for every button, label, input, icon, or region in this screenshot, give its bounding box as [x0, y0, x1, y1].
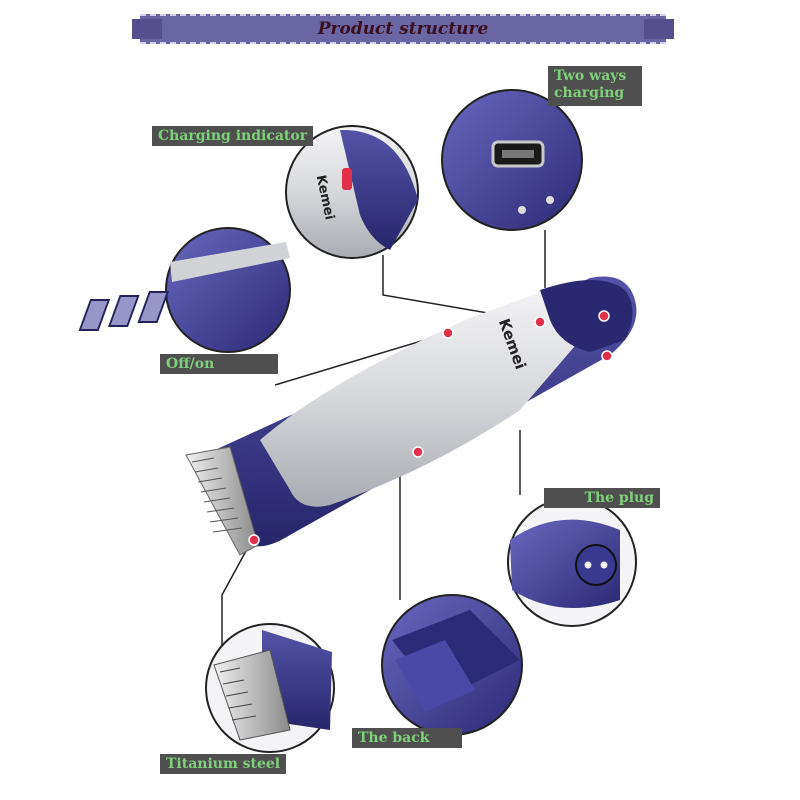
detail-two-ways-charging — [441, 89, 583, 231]
detail-off-on — [78, 227, 291, 353]
detail-charging-indicator — [285, 125, 419, 259]
marker-dots — [248, 310, 613, 546]
header-banner: Product structure — [132, 14, 674, 44]
marker-charging-indicator — [534, 316, 546, 328]
marker-off-on — [442, 327, 454, 339]
detail-the-plug — [507, 497, 637, 627]
page-title: Product structure — [317, 19, 489, 39]
label-the-plug: The plug — [544, 488, 660, 508]
banner-ribbon-left — [132, 19, 162, 39]
label-the-back: The back — [352, 728, 462, 748]
marker-titanium-steel — [248, 534, 260, 546]
marker-the-back — [412, 446, 424, 458]
marker-the-plug — [601, 350, 613, 362]
banner-ribbon-right — [644, 19, 674, 39]
label-charging-indicator: Charging indicator — [152, 126, 314, 146]
detail-titanium-steel — [205, 623, 335, 753]
marker-two-ways-charging — [598, 310, 610, 322]
label-two-ways-charging: Two ways charging — [548, 66, 642, 106]
label-off-on: Off/on — [160, 354, 278, 374]
trimmer-body — [185, 276, 637, 556]
label-titanium-steel: Titanium steel — [160, 754, 287, 774]
detail-the-back — [381, 594, 523, 736]
